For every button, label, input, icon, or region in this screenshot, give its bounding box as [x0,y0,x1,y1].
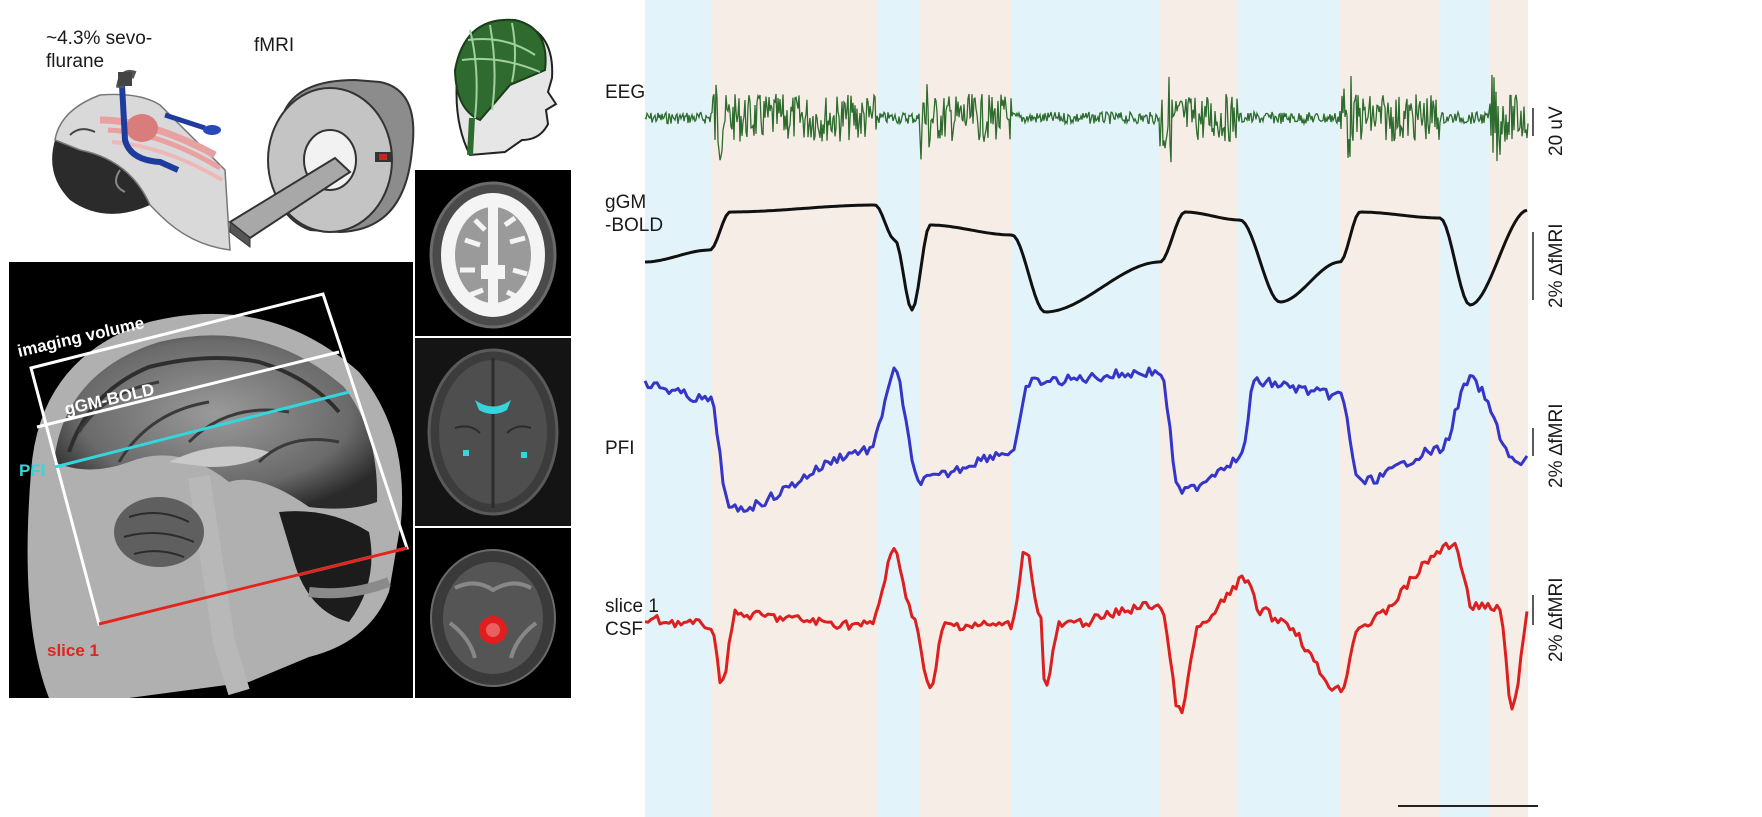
ggm-scale-label: 2% ∆fMRI [1546,223,1567,308]
state-band-4 [1012,0,1160,817]
fmri-label: fMRI [254,35,295,56]
patient-intubated-icon [52,69,231,251]
csf-scale-label: 2% ∆fMRI [1546,577,1567,662]
csf-trace [644,541,1529,715]
state-band-0 [645,0,711,817]
pfi-trace [643,366,1529,513]
eeg-trace-label: EEG [605,82,646,103]
ggm-trace-label: gGM -BOLD [605,192,664,236]
csf-trace-label: slice 1 CSF [605,596,659,640]
time-series-panel [643,0,1538,817]
slice1-mri-label: slice 1 [47,641,99,660]
eeg-scale-label: 20 uV [1546,106,1567,156]
eeg-trace [644,74,1529,163]
state-band-7 [1340,0,1440,817]
state-band-8 [1440,0,1490,817]
anesthesia-label: ~4.3% sevo- flurane [46,28,153,72]
eeg-cap-head-icon [453,18,558,157]
axial-slice-csf-panel [415,528,571,698]
pfi-line [54,390,350,469]
pfi-trace-label: PFI [605,438,635,459]
pfi-mri-label: PFI [19,461,45,480]
pfi-scale-label: 2% ∆fMRI [1546,403,1567,488]
axial-slice-ggm-panel [415,170,571,336]
slice1-line [98,546,408,626]
sagittal-mri-panel: imaging volume gGM-BOLD PFI slice 1 [9,262,413,698]
mri-scanner-icon [228,78,415,248]
ggm-bold-line [36,350,340,429]
setup-illustration [52,18,558,251]
ggm-bold-trace [644,203,1528,314]
sagittal-brain-image [27,313,403,698]
axial-slice-pfi-panel [415,338,571,526]
state-band-6 [1238,0,1340,817]
